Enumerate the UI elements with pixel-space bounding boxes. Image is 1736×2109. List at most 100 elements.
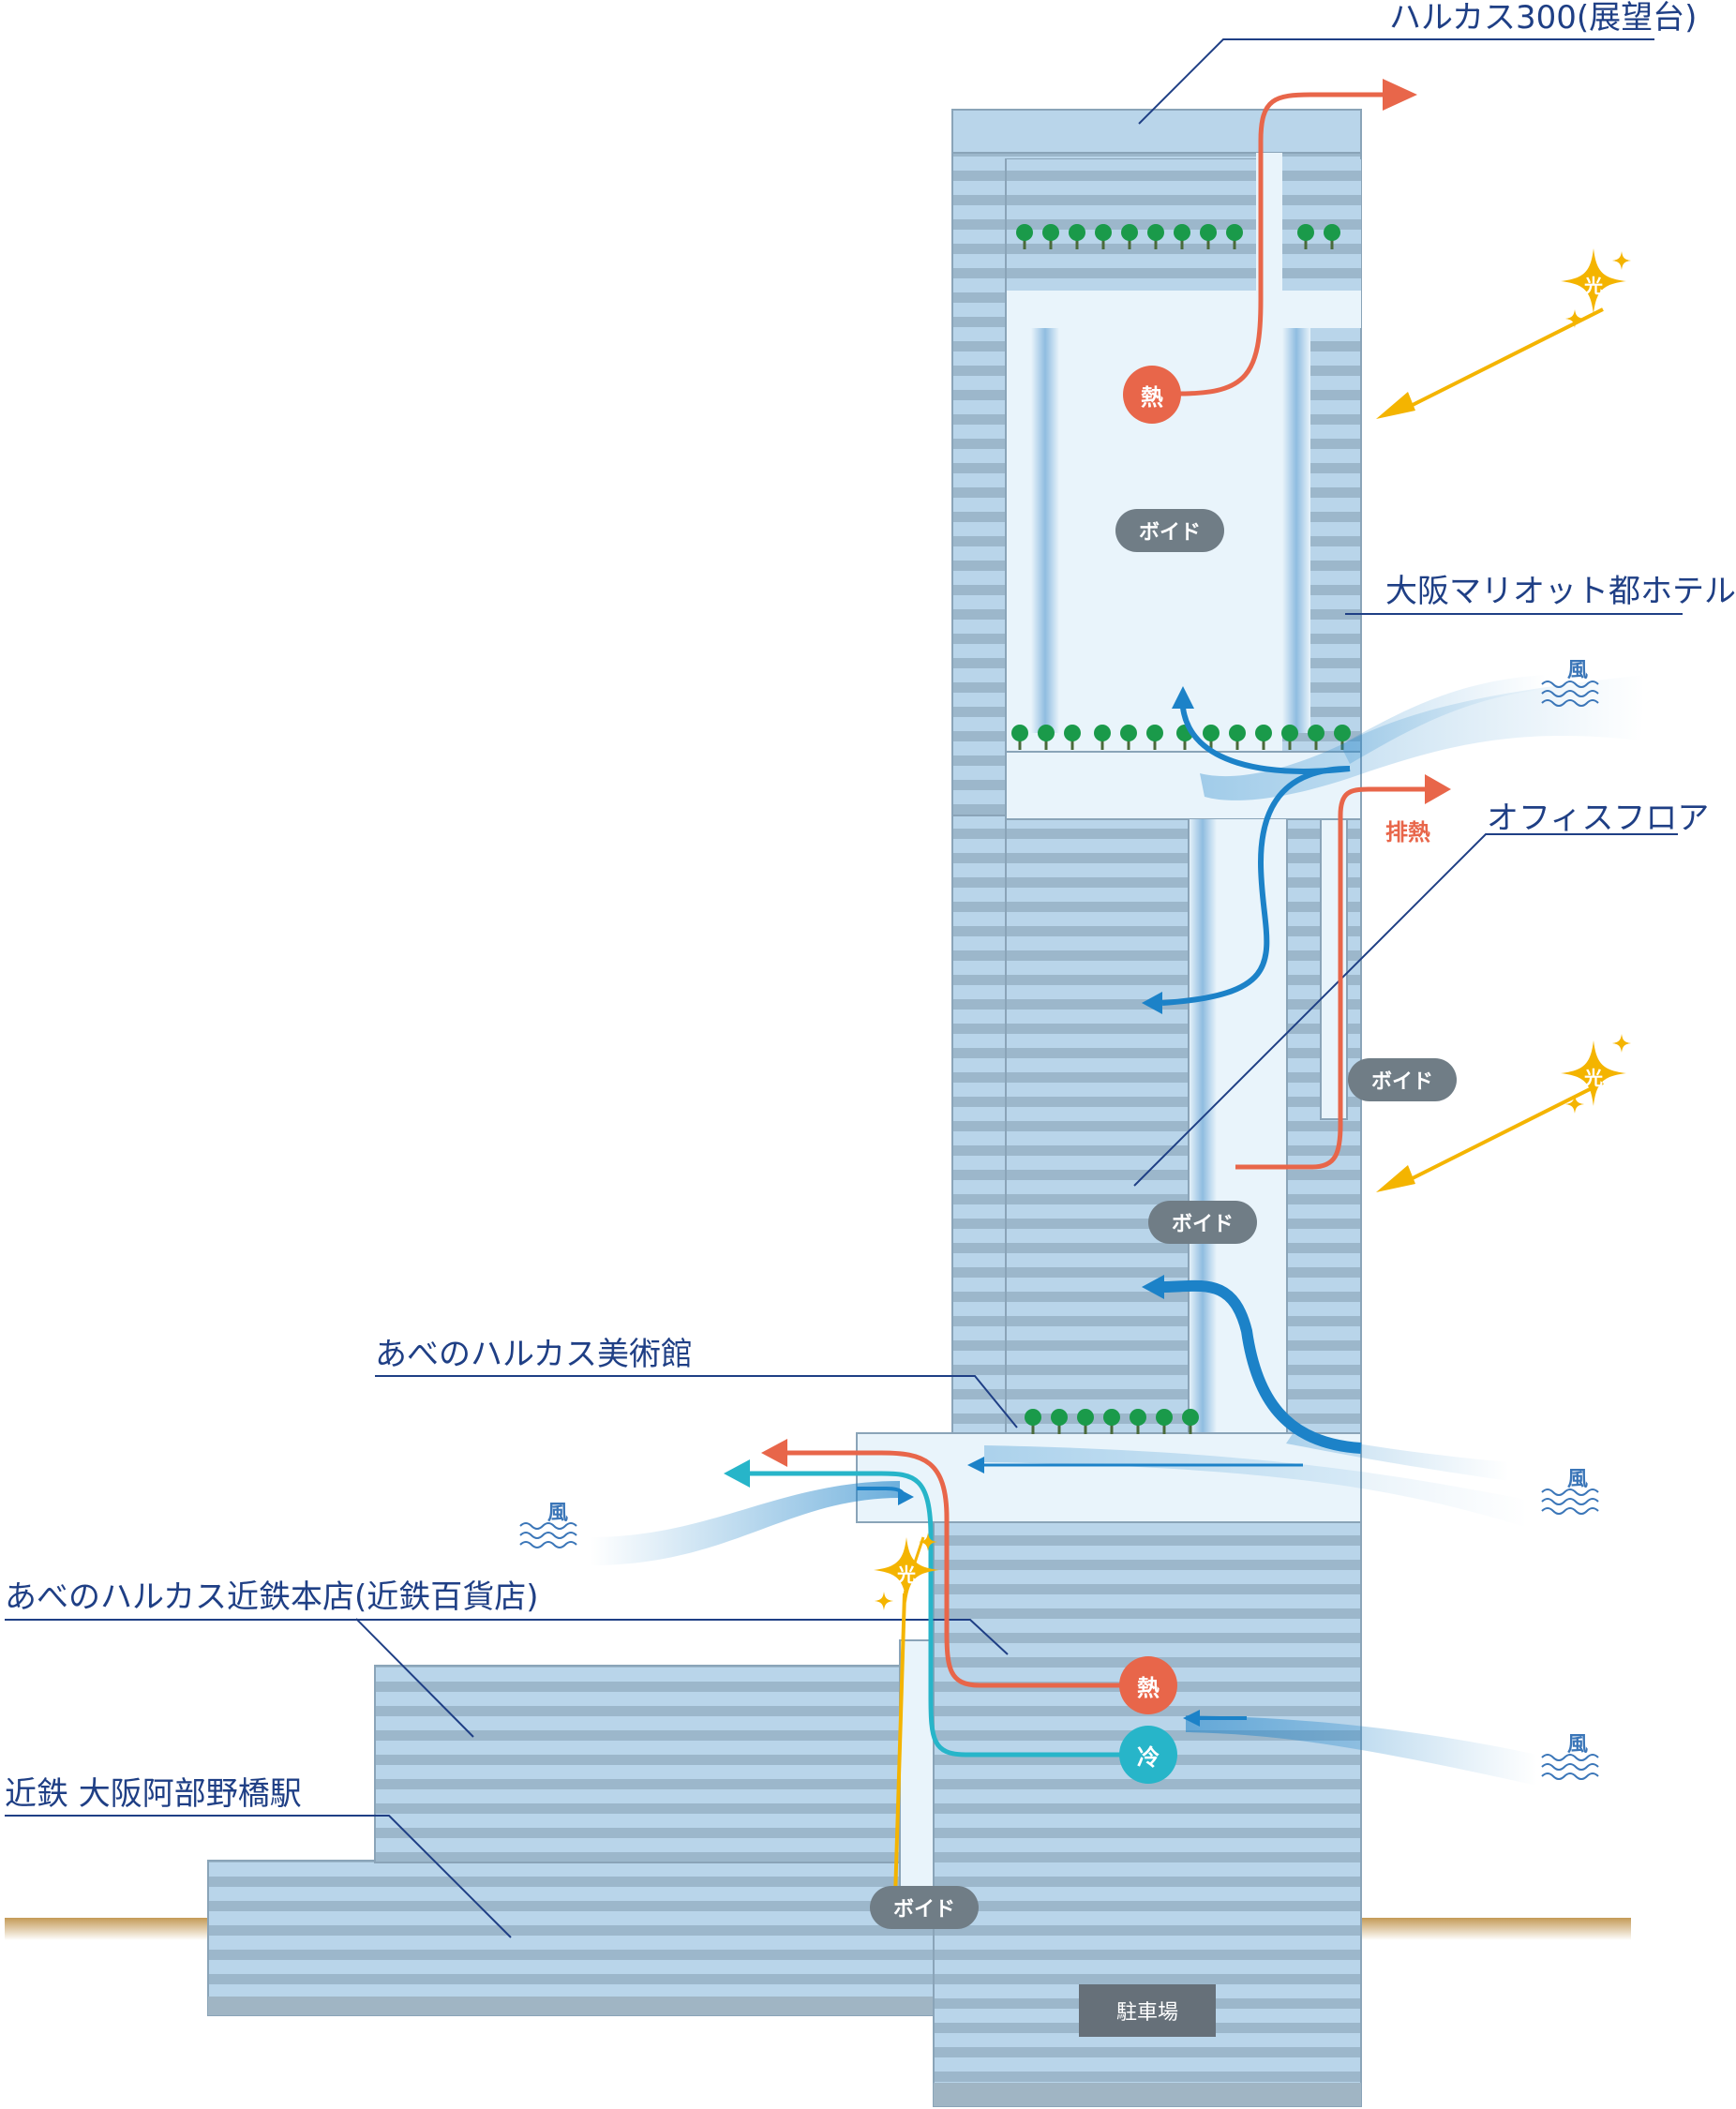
hotel-void-shaft-right: [1282, 328, 1310, 733]
tree-trunk: [1288, 740, 1292, 750]
cool-badge-store: 冷: [1119, 1726, 1177, 1784]
tree-trunk: [1233, 240, 1236, 249]
tree-trunk: [1084, 1425, 1087, 1434]
diagram-canvas: ハルカス300(展望台) 大阪マリオット都ホテル オフィスフロア あべのハルカス…: [5, 2, 1736, 2107]
leader-station: [5, 1815, 512, 1938]
ground-line-left: [5, 1918, 213, 1940]
light-label-office: 光: [1584, 1067, 1603, 1089]
tree-trunk: [1209, 740, 1213, 750]
heat-badge-store: 熱: [1119, 1656, 1177, 1714]
tree-trunk: [1183, 740, 1187, 750]
tree-trunk: [1330, 240, 1334, 249]
void-badge-store: ボイド: [870, 1886, 979, 1929]
wind-label-west: 風: [547, 1502, 569, 1525]
exhaust-heat-label: 排熱: [1385, 819, 1430, 845]
tower-base-bottom-band: [934, 2083, 1361, 2106]
tree-trunk: [1262, 740, 1265, 750]
tower-office: [951, 815, 1362, 1491]
tree-icon: [1200, 224, 1217, 241]
tree-icon: [1042, 224, 1059, 241]
light-arrowhead-office: [1376, 1165, 1415, 1192]
tree-icon: [1051, 1409, 1068, 1426]
tree-icon: [1297, 224, 1314, 241]
tree-trunk: [1314, 740, 1318, 750]
wind-label-hotel: 風: [1567, 659, 1589, 682]
tree-trunk: [1110, 1425, 1114, 1434]
wind-label-store: 風: [1567, 1733, 1589, 1757]
label-department-store: あべのハルカス近鉄本店(近鉄百貨店): [5, 1578, 539, 1616]
tree-icon: [1203, 725, 1220, 741]
tree-icon: [1011, 725, 1028, 741]
tree-icon: [1121, 224, 1138, 241]
parking-label: 駐車場: [1079, 1984, 1216, 2037]
tree-icon: [1069, 224, 1085, 241]
tree-icon: [1038, 725, 1055, 741]
label-harukas300: ハルカス300(展望台): [1389, 0, 1698, 37]
wind-stream-west: [591, 1481, 900, 1565]
leader-museum: [375, 1375, 1018, 1428]
tree-trunk: [1153, 740, 1157, 750]
heat-arrow-office: [1235, 786, 1425, 1170]
tree-trunk: [1100, 740, 1104, 750]
light-sparkle-hotel: [1561, 248, 1631, 328]
tree-icon: [1147, 224, 1164, 241]
tree-icon: [1095, 224, 1112, 241]
light-ray-office: [1400, 1081, 1604, 1186]
tree-trunk: [1101, 240, 1105, 249]
observatory-top: [951, 109, 1362, 154]
tree-trunk: [1031, 1425, 1035, 1434]
hotel-void-shaft-left: [1031, 328, 1059, 733]
heat-arrow-hotel: [1178, 92, 1383, 396]
light-shaft-store: [893, 1593, 906, 1899]
leader-harukas300: [1138, 38, 1654, 125]
label-office: オフィスフロア: [1487, 800, 1710, 837]
label-museum: あべのハルカス美術館: [375, 1336, 693, 1373]
wind-arrow-hotel: [1161, 766, 1351, 1006]
label-marriott: 大阪マリオット都ホテル: [1385, 573, 1736, 610]
heat-arrow-store: [787, 1450, 1125, 1688]
wave-icon-hotel: [1541, 681, 1599, 707]
tree-icon: [1229, 725, 1246, 741]
leader-store: [5, 1619, 1009, 1655]
tree-icon: [1281, 725, 1298, 741]
tree-trunk: [1206, 240, 1210, 249]
tree-trunk: [1018, 740, 1022, 750]
tree-icon: [1103, 1409, 1120, 1426]
wind-arrow-hotel-up: [1180, 707, 1351, 774]
tree-icon: [1120, 725, 1137, 741]
tree-icon: [1064, 725, 1081, 741]
light-sparkle-office: [1561, 1034, 1631, 1114]
wind-stream-hotel-upper: [1340, 675, 1547, 764]
tree-trunk: [1070, 740, 1074, 750]
tree-trunk: [1127, 740, 1130, 750]
heat-badge-hotel: 熱: [1123, 366, 1181, 424]
tree-icon: [1130, 1409, 1146, 1426]
building-section-diagram: [5, 38, 1683, 2107]
tree-icon: [1334, 725, 1351, 741]
station-block: [207, 1860, 940, 2016]
tree-icon: [1226, 224, 1243, 241]
wave-icon-west: [519, 1522, 577, 1548]
light-label-store: 光: [897, 1563, 916, 1586]
tree-trunk: [1162, 1425, 1166, 1434]
wind-stream-store: [1186, 1715, 1537, 1786]
wind-label-museum: 風: [1567, 1468, 1589, 1491]
wind-arrow-office: [1161, 1279, 1362, 1454]
tree-icon: [1077, 1409, 1094, 1426]
tree-trunk: [1235, 740, 1239, 750]
wave-icon-store: [1541, 1754, 1599, 1780]
light-arrowhead-hotel: [1376, 392, 1415, 419]
tree-icon: [1308, 725, 1324, 741]
station-lower-band: [208, 1997, 939, 2015]
tree-trunk: [1136, 1425, 1140, 1434]
tree-icon: [1156, 1409, 1173, 1426]
cool-arrow-store: [750, 1471, 1125, 1758]
wave-icon-museum: [1541, 1488, 1599, 1515]
light-ray-hotel: [1400, 307, 1604, 412]
department-store-lower-block: [374, 1665, 940, 1863]
tree-trunk: [1180, 240, 1184, 249]
ground-line-right: [1361, 1918, 1631, 1940]
light-sparkle-store: [874, 1533, 939, 1610]
hotel-void-sky: [1006, 291, 1361, 328]
tree-trunk: [1304, 240, 1308, 249]
